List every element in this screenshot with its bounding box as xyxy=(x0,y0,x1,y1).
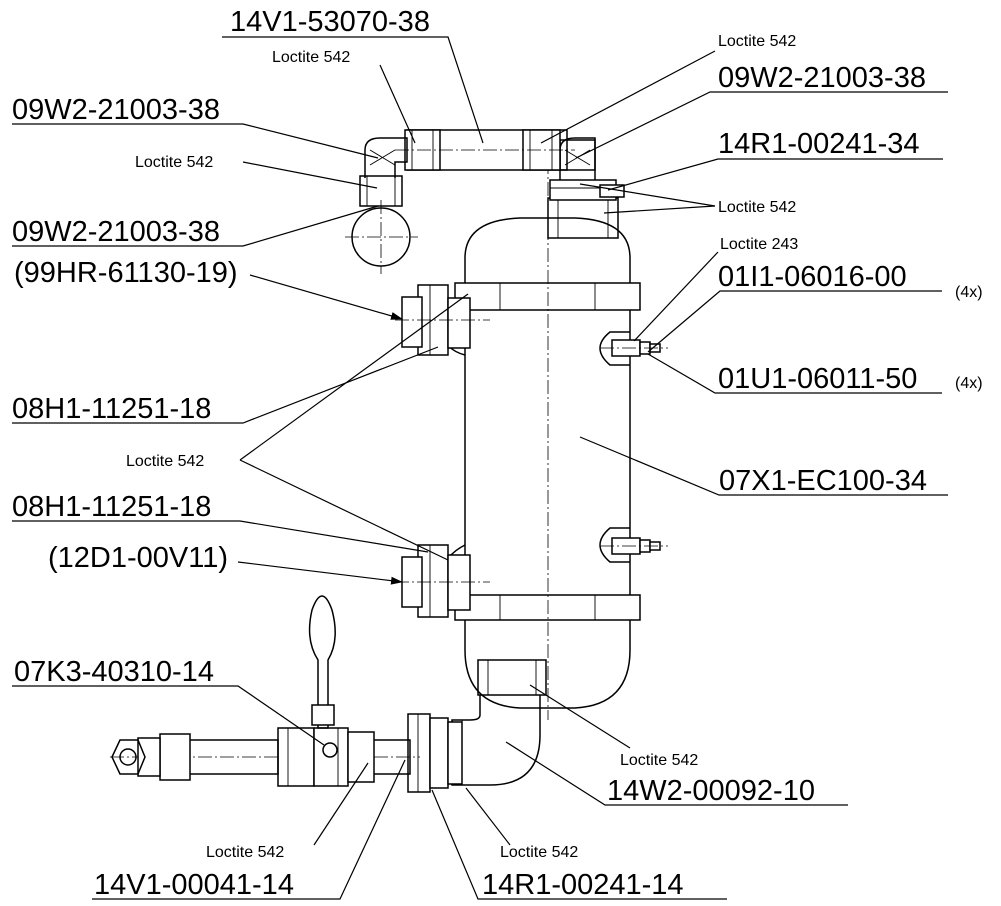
part-number-12d1-00v11: (12D1-00V11) xyxy=(48,542,228,574)
top-pipe xyxy=(395,129,575,171)
leader-lines xyxy=(12,36,948,900)
part-number-07k3-40310-14: 07K3-40310-14 xyxy=(14,656,214,688)
part-number-14w2-00092-10: 14W2-00092-10 xyxy=(607,775,815,807)
loctite-note: Loctite 542 xyxy=(135,154,213,171)
ball-valve xyxy=(277,727,375,787)
loctite-note: Loctite 542 xyxy=(500,844,578,861)
quantity-note: (4x) xyxy=(955,375,983,392)
part-number-14r1-00241-34: 14R1-00241-34 xyxy=(718,128,920,160)
valve-handle xyxy=(308,595,336,729)
loctite-note: Loctite 542 xyxy=(126,453,204,470)
part-number-08h1-11251-18: 08H1-11251-18 xyxy=(12,393,211,425)
gauge-adapter xyxy=(345,175,418,274)
part-number-09w2-21003-38: 09W2-21003-38 xyxy=(718,62,926,94)
mounting-lug-lower xyxy=(599,527,668,563)
part-number-07x1-ec100-34: 07X1-EC100-34 xyxy=(719,465,927,497)
part-number-01u1-06011-50: 01U1-06011-50 xyxy=(718,363,917,395)
loctite-note: Loctite 542 xyxy=(718,199,796,216)
part-number-14v1-53070-38: 14V1-53070-38 xyxy=(230,6,430,38)
drain-hose xyxy=(111,733,279,781)
top-elbow-right xyxy=(559,137,596,180)
loctite-note: Loctite 243 xyxy=(720,236,798,253)
union-flange xyxy=(407,713,463,793)
mounting-lug-upper xyxy=(599,331,668,366)
loctite-note: Loctite 542 xyxy=(718,33,796,50)
part-number-14r1-00241-14: 14R1-00241-14 xyxy=(482,869,684,901)
tank-vessel xyxy=(454,160,641,720)
part-number-08h1-11251-18: 08H1-11251-18 xyxy=(12,491,211,523)
loctite-note: Loctite 542 xyxy=(206,844,284,861)
part-number-09w2-21003-38: 09W2-21003-38 xyxy=(12,94,220,126)
bottom-outlet-nipple xyxy=(477,659,547,696)
loctite-note: Loctite 542 xyxy=(272,49,350,66)
part-number-99hr-61130-19: (99HR-61130-19) xyxy=(14,257,238,289)
part-number-14v1-00041-14: 14V1-00041-14 xyxy=(94,869,294,901)
loctite-note: Loctite 542 xyxy=(620,752,698,769)
part-number-09w2-21003-38: 09W2-21003-38 xyxy=(12,216,220,248)
labels: 14V1-53070-38 Loctite 542 Loctite 542 09… xyxy=(12,6,983,901)
quantity-note: (4x) xyxy=(955,284,983,301)
top-elbow-left xyxy=(364,137,408,178)
upper-side-port xyxy=(395,284,490,356)
lower-side-port xyxy=(395,544,490,618)
part-number-01i1-06016-00: 01I1-06016-00 xyxy=(718,261,907,293)
